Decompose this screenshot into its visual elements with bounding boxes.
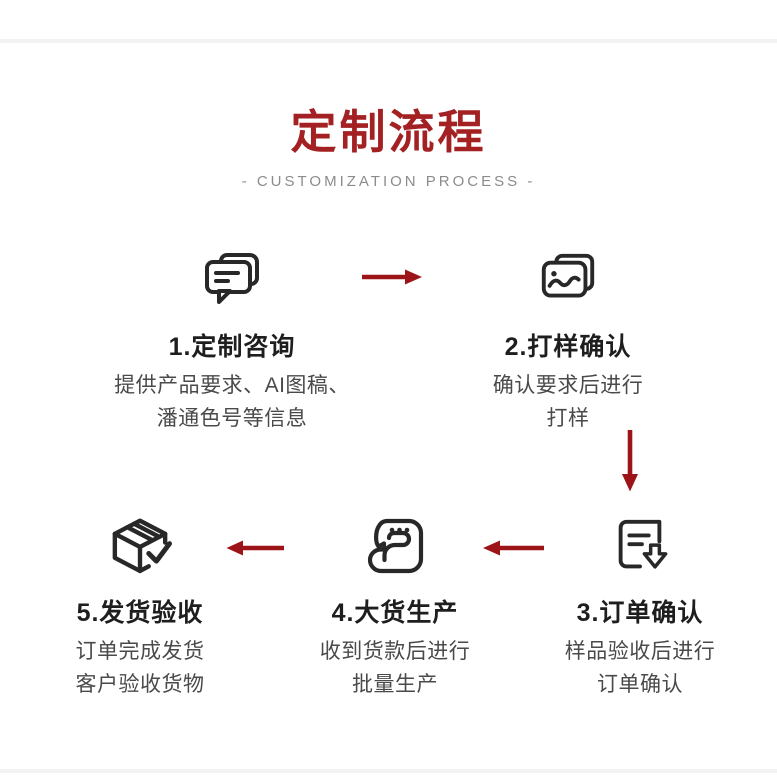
step-1-desc-line-2: 潘通色号等信息 (156, 407, 308, 430)
step-3-desc-line-2: 订单确认 (597, 673, 683, 696)
step-4-desc-line-1: 收到货款后进行 (319, 640, 471, 663)
step-5-desc-line-2: 客户验收货物 (75, 673, 205, 696)
arrow-step2-to-step3-icon (621, 430, 639, 492)
step-2-desc-line-1: 确认要求后进行 (492, 374, 644, 397)
top-divider-line (0, 39, 777, 43)
step-1-title: 1.定制咨询 (168, 333, 296, 361)
step-2-sampling: 2.打样确认 确认要求后进行 打样 (448, 246, 688, 435)
photo-samples-icon (448, 246, 688, 318)
chat-bubbles-icon (92, 246, 372, 318)
step-5-title: 5.发货验收 (76, 599, 204, 627)
step-4-desc-line-2: 批量生产 (352, 673, 438, 696)
step-5-delivery-acceptance: 5.发货验收 订单完成发货 客户验收货物 (20, 512, 260, 701)
step-3-order-confirmation: 3.订单确认 样品验收后进行 订单确认 (520, 512, 760, 701)
arrow-step3-to-step4-icon (482, 540, 544, 556)
step-3-title: 3.订单确认 (576, 599, 704, 627)
step-2-title: 2.打样确认 (504, 333, 632, 361)
bottom-divider-line (0, 769, 777, 773)
step-2-description: 确认要求后进行 打样 (448, 369, 688, 435)
step-1-description: 提供产品要求、AI图稿、 潘通色号等信息 (92, 369, 372, 435)
step-1-desc-line-1: 提供产品要求、AI图稿、 (114, 374, 350, 397)
step-2-desc-line-2: 打样 (546, 407, 590, 430)
step-3-desc-line-1: 样品验收后进行 (564, 640, 716, 663)
step-5-description: 订单完成发货 客户验收货物 (20, 635, 260, 701)
package-check-icon (20, 512, 260, 584)
page-subtitle: - CUSTOMIZATION PROCESS - (241, 173, 536, 190)
arrow-step1-to-step2-icon (362, 269, 422, 285)
step-4-description: 收到货款后进行 批量生产 (275, 635, 515, 701)
order-download-icon (520, 512, 760, 584)
step-4-title: 4.大货生产 (331, 599, 459, 627)
step-5-desc-line-1: 订单完成发货 (75, 640, 205, 663)
step-4-bulk-production: 4.大货生产 收到货款后进行 批量生产 (275, 512, 515, 701)
arrow-step4-to-step5-icon (226, 540, 284, 556)
sewing-machine-icon (275, 512, 515, 584)
step-1-consultation: 1.定制咨询 提供产品要求、AI图稿、 潘通色号等信息 (92, 246, 372, 435)
step-3-description: 样品验收后进行 订单确认 (520, 635, 760, 701)
page-title: 定制流程 (290, 106, 487, 158)
